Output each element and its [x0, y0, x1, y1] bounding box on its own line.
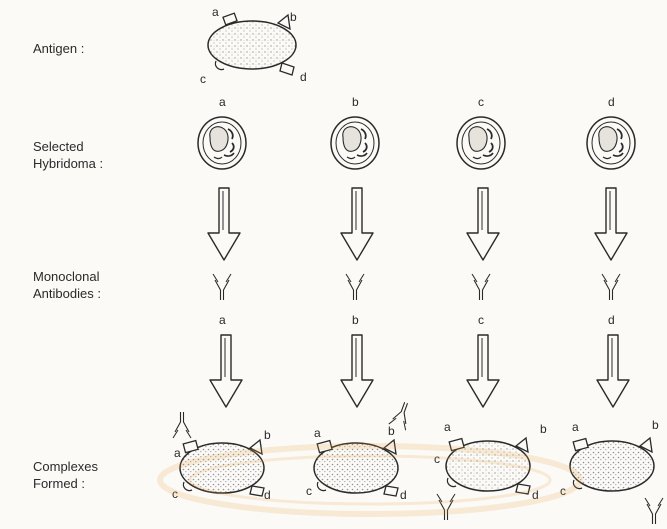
complex-d-bound-antibody: [645, 498, 663, 524]
arrow-cell-to-antibody-d: [595, 188, 627, 260]
antibody-d: [602, 274, 620, 300]
complex-a: [180, 440, 264, 496]
hybridoma-cell-c: [457, 117, 505, 169]
hybridoma-cell-a: [198, 117, 246, 169]
complex-b: [314, 440, 398, 496]
antibody-c: [472, 274, 490, 300]
antibody-a: [213, 274, 231, 300]
antibody-b: [346, 274, 364, 300]
arrow-antibody-to-complex-b: [341, 335, 373, 407]
arrow-cell-to-antibody-c: [467, 188, 499, 260]
arrow-antibody-to-complex-c: [467, 335, 499, 407]
complex-c-bound-antibody: [437, 494, 455, 520]
complex-d: [570, 438, 654, 491]
arrow-antibody-to-complex-a: [210, 335, 242, 407]
complex-b-bound-antibody: [389, 400, 415, 431]
complex-c: [446, 438, 530, 494]
arrow-cell-to-antibody-a: [208, 188, 240, 260]
complex-a-bound-antibody: [173, 412, 191, 438]
hybridoma-cell-d: [587, 117, 635, 169]
arrow-cell-to-antibody-b: [341, 188, 373, 260]
hybridoma-cell-b: [331, 117, 379, 169]
antigen-particle: [208, 13, 296, 75]
arrow-antibody-to-complex-d: [597, 335, 629, 407]
